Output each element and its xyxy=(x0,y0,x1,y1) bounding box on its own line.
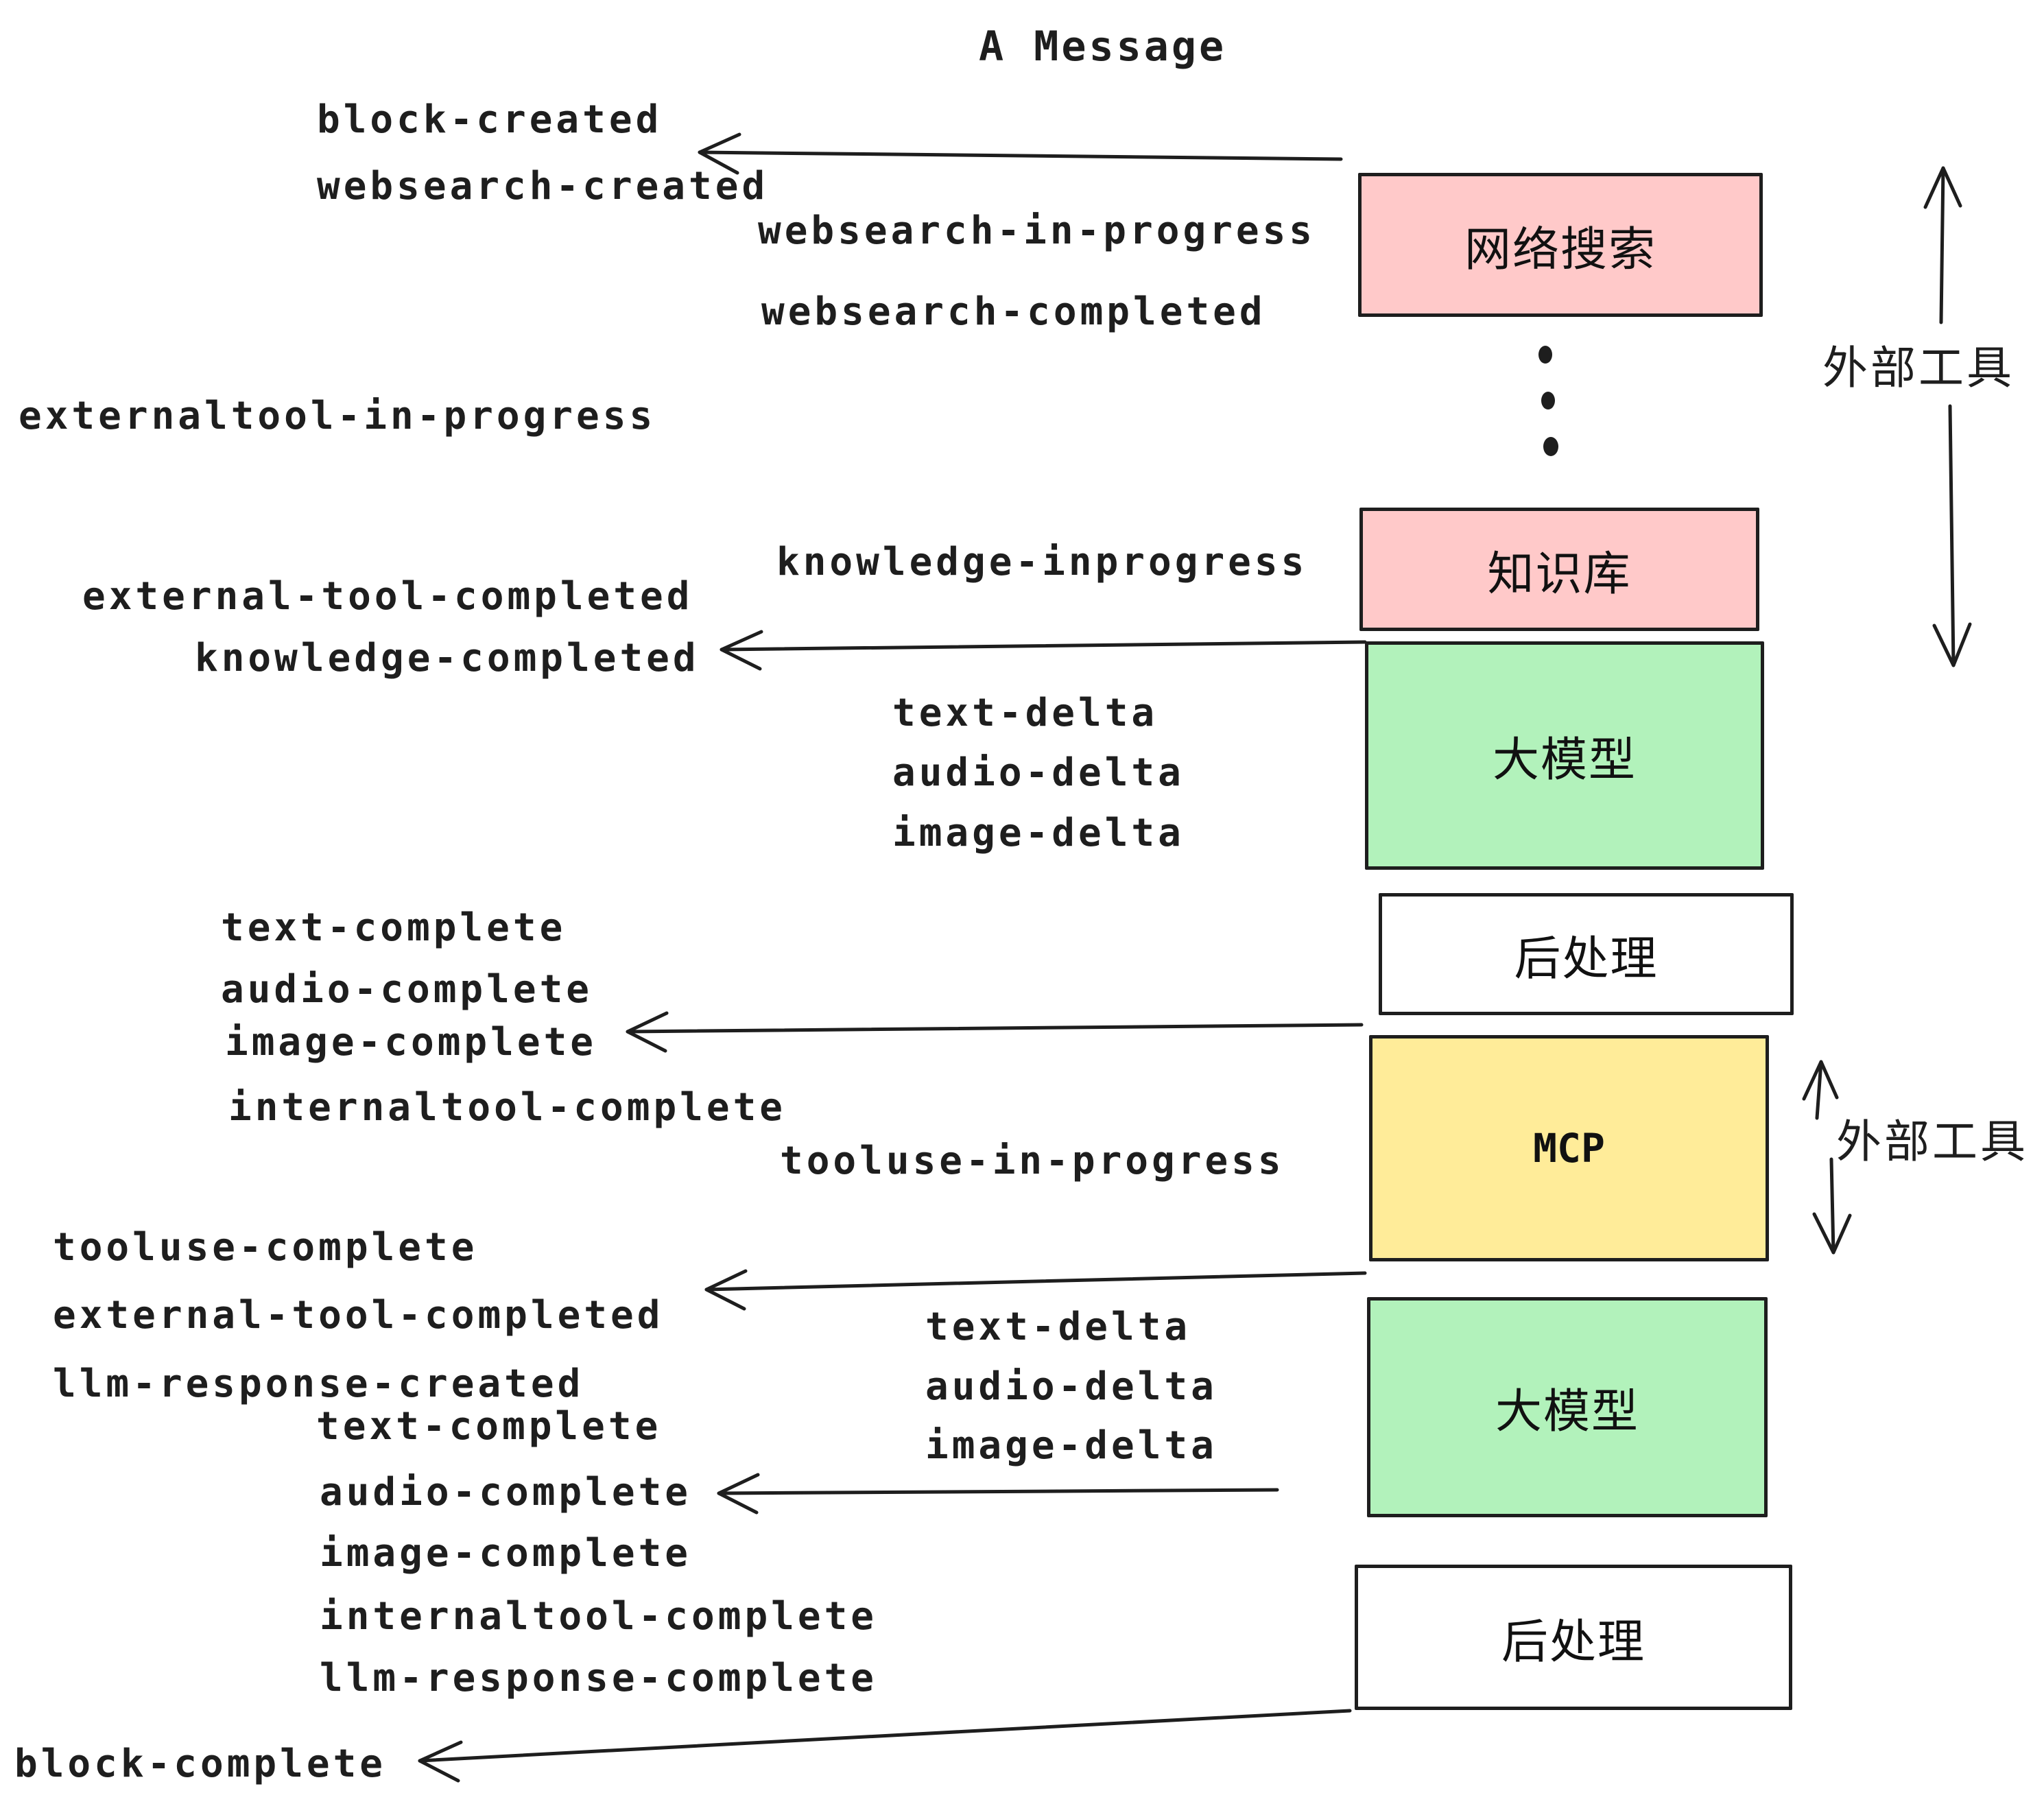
event-label-websearch-completed: websearch-completed xyxy=(761,289,1266,334)
event-label-audio-complete: audio-complete xyxy=(221,967,593,1012)
arrow-head-up-icon xyxy=(1802,1060,1839,1101)
event-label-image-delta: image-delta xyxy=(892,811,1185,855)
ellipsis-dots-icon xyxy=(1538,346,1558,456)
arrow-head-up-icon xyxy=(1923,166,1962,209)
box-knowledge-base-label: 知识库 xyxy=(1487,547,1632,602)
event-label-knowledge-inprogress: knowledge-inprogress xyxy=(776,540,1308,584)
event-label-image-complete-2: image-complete xyxy=(320,1531,692,1576)
event-label-text-delta: text-delta xyxy=(892,691,1158,735)
event-label-text-complete-2: text-complete xyxy=(316,1404,662,1449)
arrow-head-left-icon xyxy=(720,630,763,671)
arrow-down-icon xyxy=(1948,404,1956,667)
event-label-image-delta-2: image-delta xyxy=(925,1423,1217,1468)
event-label-websearch-created: websearch-created xyxy=(317,164,769,209)
event-label-text-delta-2: text-delta xyxy=(925,1305,1191,1349)
box-knowledge-base: 知识库 xyxy=(1359,508,1759,631)
event-label-llm-response-created: llm-response-created xyxy=(53,1362,584,1406)
page-title: A Message xyxy=(979,23,1227,71)
box-llm-2: 大模型 xyxy=(1367,1297,1768,1517)
event-label-knowledge-completed: knowledge-completed xyxy=(195,636,700,680)
box-postprocess: 后处理 xyxy=(1379,893,1794,1015)
arrow-mcp-to-complete-events xyxy=(626,1023,1364,1034)
event-label-internaltool-complete: internaltool-complete xyxy=(228,1085,787,1130)
event-label-image-complete: image-complete xyxy=(225,1020,597,1065)
side-label-external-tools: 外部工具 xyxy=(1822,342,2015,394)
event-label-text-complete: text-complete xyxy=(221,905,567,950)
box-mcp-label: MCP xyxy=(1533,1125,1605,1172)
event-label-audio-delta: audio-delta xyxy=(892,750,1185,795)
box-llm-label: 大模型 xyxy=(1492,733,1637,787)
arrow-head-left-icon xyxy=(717,1473,760,1515)
arrow-up-icon xyxy=(1815,1060,1823,1120)
arrow-head-left-icon xyxy=(698,132,741,175)
arrow-llm2-to-audio-complete xyxy=(717,1488,1279,1495)
side-label-external-tools-2: 外部工具 xyxy=(1836,1115,2028,1168)
event-label-tooluse-complete: tooluse-complete xyxy=(53,1225,478,1270)
event-label-tooluse-in-progress: tooluse-in-progress xyxy=(780,1139,1285,1183)
arrow-head-down-icon xyxy=(1812,1212,1852,1255)
arrow-head-left-icon xyxy=(626,1011,669,1053)
event-label-audio-delta-2: audio-delta xyxy=(925,1364,1217,1409)
arrow-head-left-icon xyxy=(704,1269,748,1311)
box-postprocess-2: 后处理 xyxy=(1355,1565,1792,1710)
event-label-audio-complete-2: audio-complete xyxy=(320,1470,692,1515)
arrow-down-icon xyxy=(1829,1157,1835,1255)
arrow-postprocess-to-block-complete xyxy=(418,1709,1352,1763)
box-postprocess-label: 后处理 xyxy=(1514,931,1659,986)
box-websearch-label: 网络搜索 xyxy=(1464,222,1656,277)
event-label-llm-response-complete: llm-response-complete xyxy=(320,1656,878,1700)
event-label-externaltool-in-progress: externaltool-in-progress xyxy=(19,394,656,438)
event-label-external-tool-completed: external-tool-completed xyxy=(82,574,693,619)
box-mcp: MCP xyxy=(1369,1035,1769,1261)
box-websearch: 网络搜索 xyxy=(1358,173,1763,317)
arrow-up-icon xyxy=(1939,166,1945,324)
box-llm-2-label: 大模型 xyxy=(1495,1385,1639,1439)
event-label-websearch-in-progress: websearch-in-progress xyxy=(758,209,1316,253)
box-llm: 大模型 xyxy=(1365,641,1764,870)
event-label-internaltool-complete-2: internaltool-complete xyxy=(320,1594,878,1639)
arrow-llm-to-knowledge-completed xyxy=(720,640,1367,652)
arrow-websearch-to-created-events xyxy=(698,150,1343,161)
event-label-block-complete: block-complete xyxy=(14,1742,387,1786)
event-label-external-tool-completed-2: external-tool-completed xyxy=(53,1293,664,1338)
arrow-head-down-icon xyxy=(1932,622,1972,667)
event-label-block-created: block-created xyxy=(317,97,663,142)
arrow-llm2-to-tooluse-complete xyxy=(704,1271,1367,1292)
box-postprocess-2-label: 后处理 xyxy=(1501,1615,1645,1670)
arrow-head-left-icon xyxy=(418,1740,463,1783)
